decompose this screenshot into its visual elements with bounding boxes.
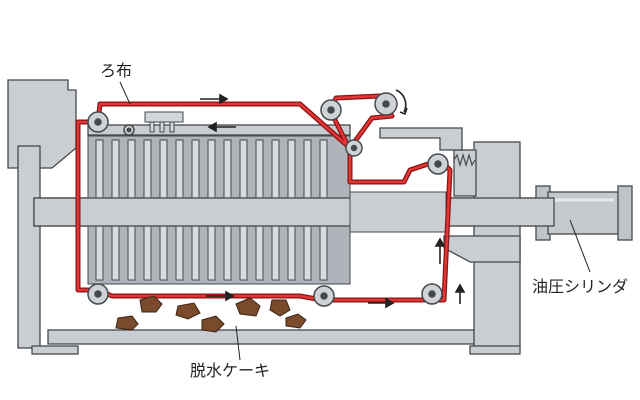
side-beam-front [33, 197, 555, 227]
moving-head [349, 191, 447, 233]
roller-icon [87, 111, 109, 133]
roller-icon [123, 124, 135, 136]
dewatered-cake-pieces [115, 295, 307, 333]
cylinder-body [547, 191, 621, 235]
arrow-icon [207, 121, 236, 133]
right-foot [469, 345, 521, 355]
arrow-icon [206, 290, 235, 302]
lower-support [443, 235, 521, 263]
roller-icon [427, 153, 449, 175]
leader-cake [235, 325, 241, 361]
rotation-arrow-icon [395, 89, 408, 116]
feed-manifold [144, 111, 184, 123]
label-hydraulic-cylinder: 油圧シリンダ [532, 277, 628, 296]
arrow-icon [200, 93, 229, 105]
roller-icon [345, 139, 363, 157]
left-foot [31, 345, 79, 355]
top-rail [87, 124, 351, 136]
spring-icon [453, 152, 476, 168]
direction-arrows [200, 93, 466, 309]
upper-bracket [379, 127, 463, 151]
roller-icon [313, 285, 335, 307]
roller-icon [320, 99, 342, 121]
leader-lines [119, 81, 591, 361]
label-dewatered-cake: 脱水ケーキ [190, 361, 270, 380]
roller-icon [374, 92, 398, 116]
arrow-icon [454, 283, 466, 304]
leader-cloth [119, 81, 131, 105]
roller-icon [421, 283, 443, 305]
arrow-icon [368, 297, 395, 309]
cylinder-cap-right [617, 185, 633, 241]
rollers [87, 92, 449, 307]
roller-icon [87, 283, 109, 305]
filter-cloth-belt [75, 93, 453, 303]
arrow-icon [434, 237, 446, 264]
cloth-line [76, 94, 452, 302]
bottom-beam [47, 329, 479, 345]
label-filter-cloth: ろ布 [100, 61, 132, 80]
leader-cylinder [569, 219, 591, 273]
left-leg [17, 145, 41, 349]
filter-plate-stack [33, 111, 555, 285]
